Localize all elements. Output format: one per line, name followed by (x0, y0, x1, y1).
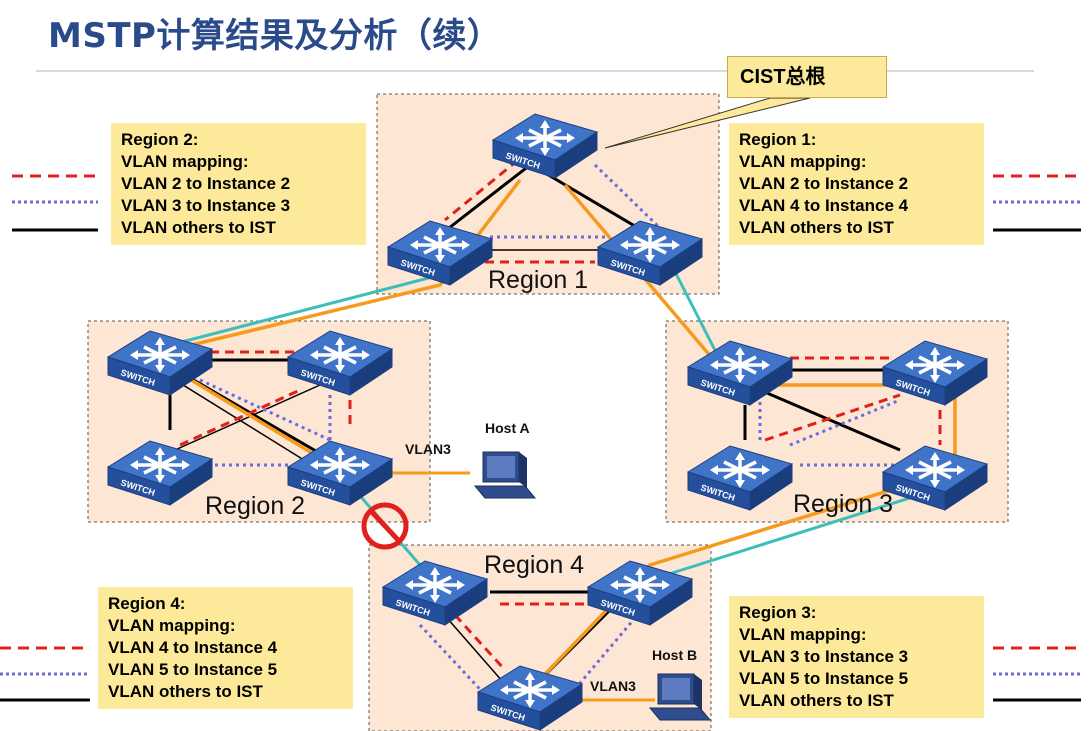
note-line: VLAN 3 to Instance 3 (739, 647, 909, 666)
region4-label: Region 4 (484, 551, 585, 579)
note-line: VLAN 5 to Instance 5 (108, 660, 278, 679)
note-line: Region 2: (121, 130, 199, 149)
note-line: Region 1: (739, 130, 817, 149)
host-a-label: Host A (485, 420, 530, 436)
region4-mapping-note: Region 4: VLAN mapping: VLAN 4 to Instan… (98, 587, 353, 709)
note-line: VLAN mapping: (108, 616, 236, 635)
note-line: VLAN others to IST (108, 682, 263, 701)
title-divider (36, 70, 1034, 72)
blocked-port-icon (361, 502, 409, 550)
note-line: VLAN mapping: (739, 152, 867, 171)
note-line: VLAN others to IST (739, 218, 894, 237)
page-title: MSTP计算结果及分析（续） (48, 16, 502, 56)
host-a-vlan-label: VLAN3 (405, 441, 451, 457)
note-line: Region 4: (108, 594, 186, 613)
note-line: VLAN others to IST (121, 218, 276, 237)
legend-left (0, 174, 98, 702)
host-b-label: Host B (652, 647, 698, 663)
note-line: Region 3: (739, 603, 817, 622)
note-line: VLAN mapping: (739, 625, 867, 644)
note-line: VLAN 5 to Instance 5 (739, 669, 909, 688)
region2-mapping-note: Region 2: VLAN mapping: VLAN 2 to Instan… (111, 123, 366, 245)
note-line: VLAN mapping: (121, 152, 249, 171)
region2-label: Region 2 (205, 492, 306, 520)
region1-mapping-note: Region 1: VLAN mapping: VLAN 2 to Instan… (729, 123, 984, 245)
region3-label: Region 3 (793, 490, 894, 518)
region1-label: Region 1 (488, 266, 589, 294)
note-line: VLAN 4 to Instance 4 (108, 638, 278, 657)
region3-mapping-note: Region 3: VLAN mapping: VLAN 3 to Instan… (729, 596, 984, 718)
note-line: VLAN 3 to Instance 3 (121, 196, 291, 215)
note-line: VLAN 2 to Instance 2 (121, 174, 291, 193)
legend-right (993, 174, 1081, 702)
note-line: VLAN others to IST (739, 691, 894, 710)
note-line: VLAN 2 to Instance 2 (739, 174, 909, 193)
cist-root-callout: CIST总根 (727, 56, 887, 98)
host-b-vlan-label: VLAN3 (590, 678, 636, 694)
host-a-icon (474, 451, 536, 499)
note-line: VLAN 4 to Instance 4 (739, 196, 909, 215)
host-b-icon (649, 673, 711, 721)
